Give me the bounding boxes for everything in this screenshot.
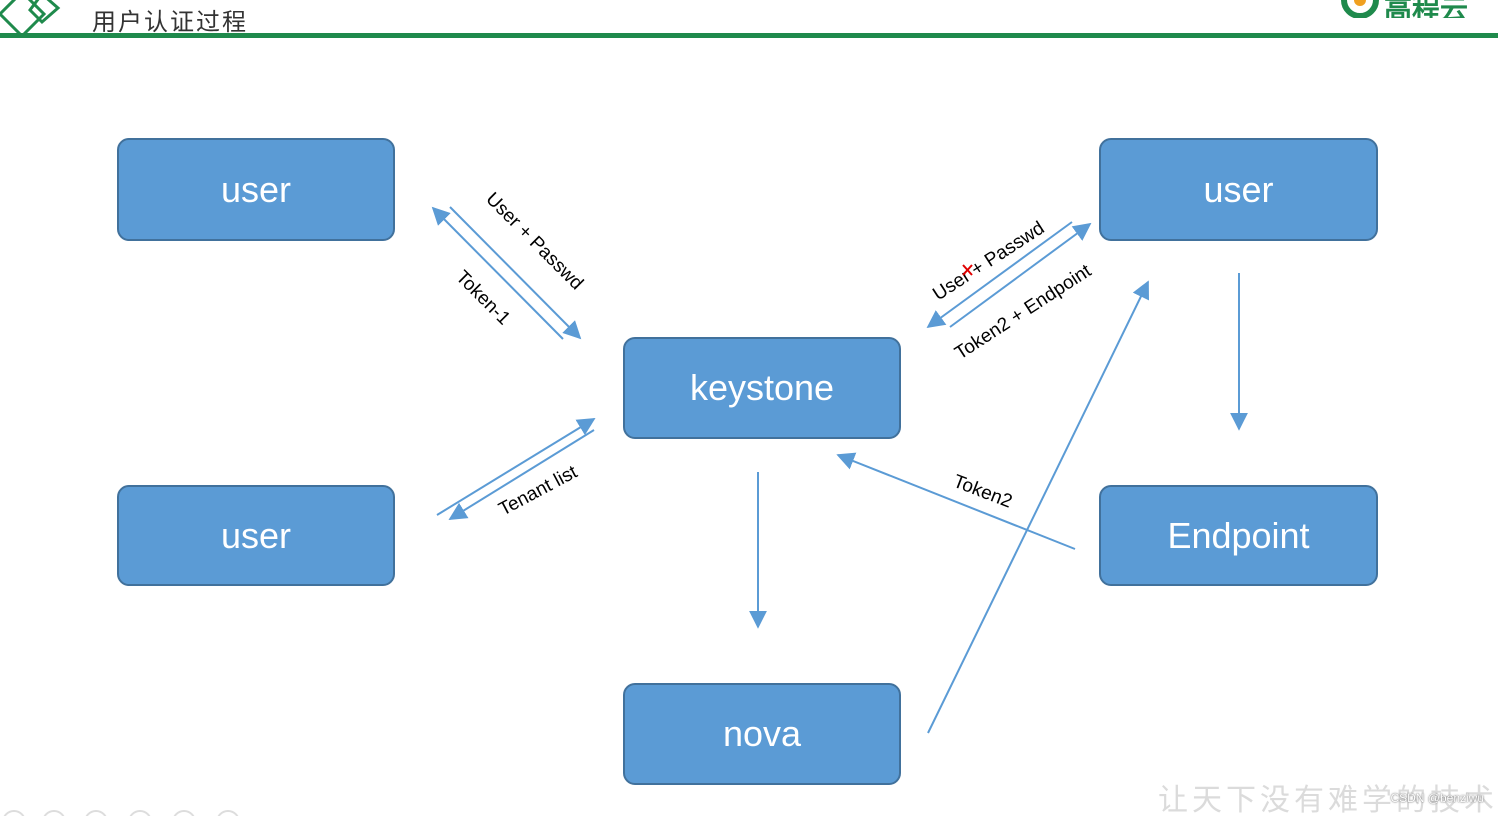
footer-controls xyxy=(0,801,260,820)
brand-logo-text: 高程云 xyxy=(1384,0,1469,18)
label-token-1: Token-1 xyxy=(451,267,514,330)
node-user-bottom-left: user xyxy=(117,485,395,586)
node-nova: nova xyxy=(623,683,901,785)
arrow-user-to-keystone-tenant xyxy=(436,418,596,516)
brand-logo: 高程云 xyxy=(1338,0,1498,18)
label-user-passwd-left: User + Passwd xyxy=(481,189,587,295)
node-endpoint: Endpoint xyxy=(1099,485,1378,586)
label-token2: Token2 xyxy=(950,471,1015,513)
label-user-passwd-right: User + Passwd xyxy=(929,218,1048,305)
arrow-endpoint-to-keystone xyxy=(836,452,1076,550)
footer-slogan: 让天下没有难学的技术 xyxy=(1158,783,1498,818)
arrow-keystone-to-user-right xyxy=(949,222,1092,328)
header-divider xyxy=(0,33,1498,38)
diamond-logo-icon xyxy=(0,0,61,36)
node-keystone: keystone xyxy=(623,337,901,439)
slide-title: 用户认证过程 xyxy=(92,8,248,36)
strike-x-icon xyxy=(962,264,973,276)
footer-circles-icon xyxy=(2,810,240,820)
arrow-user-right-to-keystone xyxy=(926,221,1073,329)
arrow-keystone-to-user-token xyxy=(431,206,564,340)
slide-header: 用户认证过程 高程云 xyxy=(0,0,1498,40)
node-user-top-left: user xyxy=(117,138,395,241)
watermark: CSDN @benziwu xyxy=(1390,791,1484,805)
arrow-user-to-keystone xyxy=(449,206,582,340)
arrow-nova-to-user-right xyxy=(927,280,1149,734)
brand-circle-icon xyxy=(1341,0,1379,18)
arrow-keystone-to-user-tenant xyxy=(448,429,595,520)
node-user-top-right: user xyxy=(1099,138,1378,241)
